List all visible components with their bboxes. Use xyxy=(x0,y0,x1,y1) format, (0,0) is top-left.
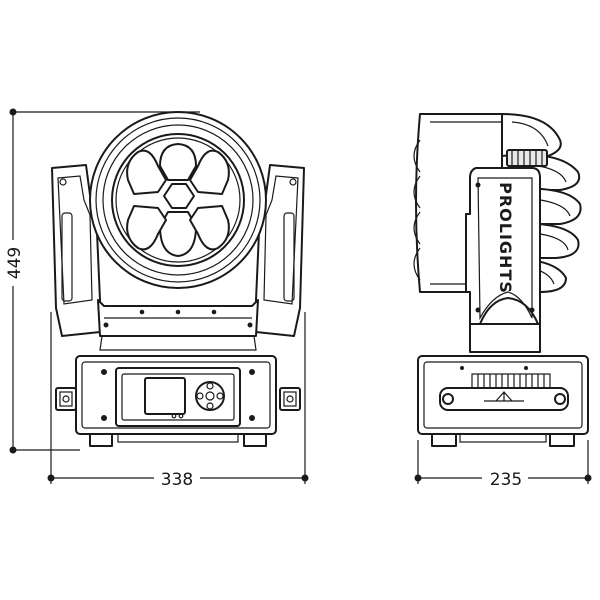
lens-center xyxy=(163,183,195,209)
height-dimension: 449 xyxy=(3,108,200,454)
side-depth-dimension: 235 xyxy=(414,440,592,490)
front-width-dimension: 338 xyxy=(47,312,309,490)
control-buttons xyxy=(195,381,225,411)
side-yoke-arm xyxy=(465,167,541,325)
lens-upper-left xyxy=(126,149,167,195)
lens-cluster xyxy=(126,143,230,257)
brand-label: PROLIGHTS xyxy=(496,182,515,294)
front-view xyxy=(51,111,305,447)
display-screen xyxy=(144,377,186,415)
front-width-label: 338 xyxy=(161,470,193,490)
height-label: 449 xyxy=(5,247,25,279)
lens-top xyxy=(159,143,197,181)
lens-lower-left xyxy=(126,205,167,251)
side-depth-label: 235 xyxy=(490,470,522,490)
side-view: PROLIGHTS xyxy=(413,113,589,447)
lens-lower-right xyxy=(189,205,230,251)
lens-upper-right xyxy=(189,149,230,195)
